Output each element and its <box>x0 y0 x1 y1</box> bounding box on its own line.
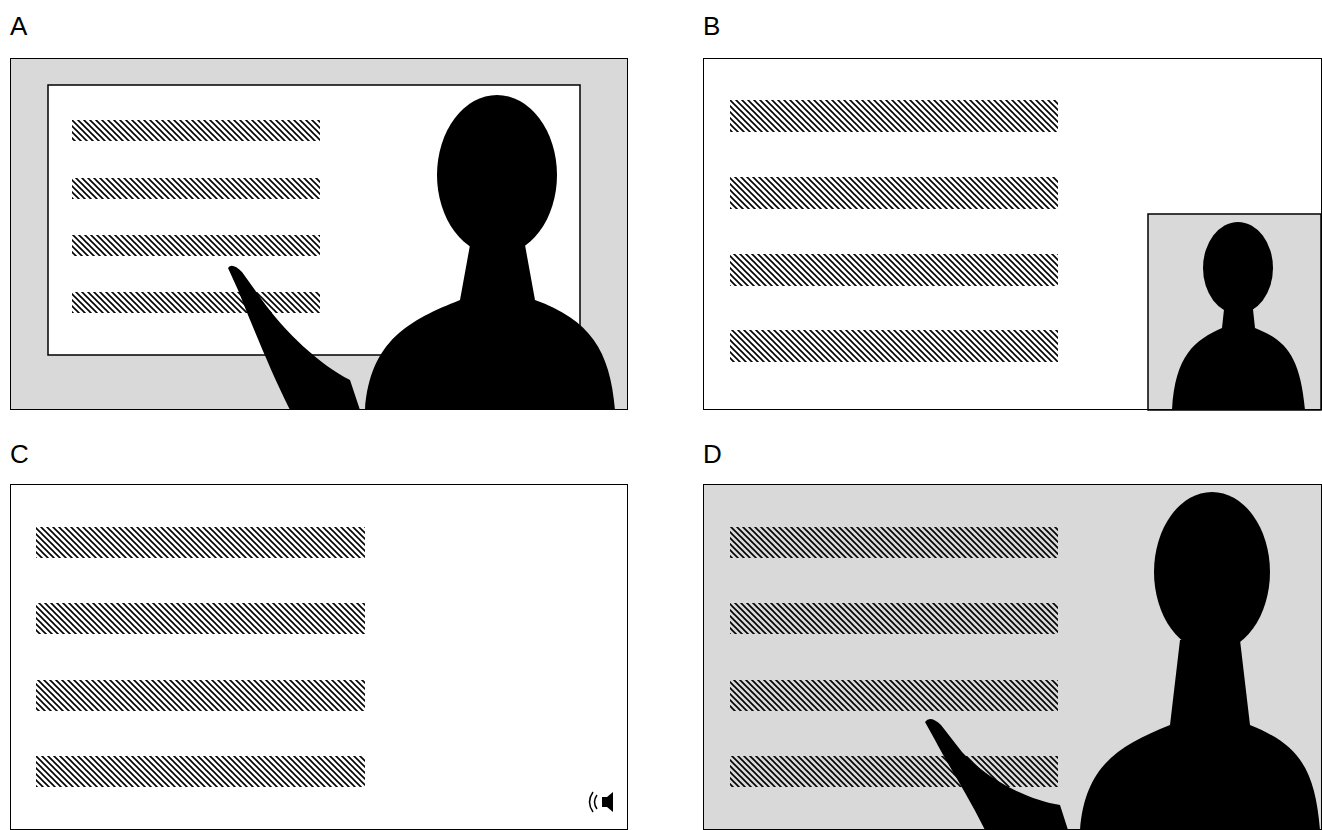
panel-a-art <box>10 58 628 410</box>
panel-letter: B <box>703 13 720 39</box>
panel-letter: C <box>10 441 29 467</box>
panel-letter: D <box>703 441 722 467</box>
figure-panel: A <box>10 58 628 410</box>
figure-panel: B <box>703 58 1322 410</box>
panel-d-art <box>703 484 1322 830</box>
panel-c-art <box>36 527 613 812</box>
speaker-icon <box>590 792 614 812</box>
panel-letter: A <box>10 13 27 39</box>
figure-panel: D <box>703 484 1322 830</box>
figure-panel: C <box>10 484 628 830</box>
panel-b-art <box>730 100 1321 410</box>
